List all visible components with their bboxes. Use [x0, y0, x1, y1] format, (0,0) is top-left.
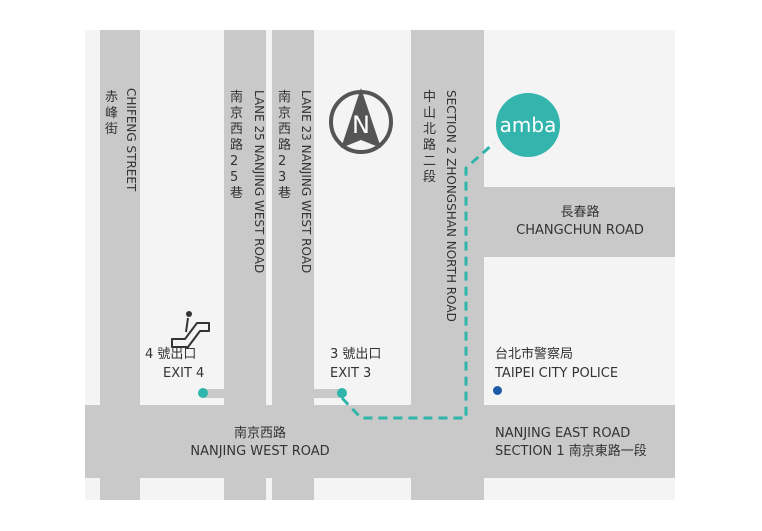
escalator-person-head [186, 311, 192, 317]
escalator-steps [171, 322, 210, 348]
zhongshan-label-zh: 中山北路二段 [423, 90, 437, 185]
escalator-icon [171, 311, 210, 348]
exit3-label-en: EXIT 3 [330, 366, 372, 381]
zhongshan-label-en: SECTION 2 ZHONGSHAN NORTH ROAD [444, 90, 458, 322]
nanjing-west-label-en: NANJING WEST ROAD [190, 444, 330, 459]
escalator-person-body [185, 317, 189, 333]
lane23-label-zh: 南京西路23巷 [278, 90, 292, 201]
exit4-label-en: EXIT 4 [163, 366, 205, 381]
lane25-label-zh: 南京西路25巷 [230, 90, 244, 201]
exit4-dot [198, 388, 208, 398]
compass: N [329, 88, 393, 154]
nanjing-east-label-line2: SECTION 1 南京東路一段 [495, 444, 647, 459]
exit3-label-zh: 3 號出口 [330, 347, 382, 362]
exit3-dot [337, 388, 347, 398]
nanjing-west-label-zh: 南京西路 [233, 426, 286, 441]
changchun-road [484, 187, 675, 257]
changchun-label-en: CHANGCHUN ROAD [516, 223, 644, 238]
north-arrow-icon [341, 88, 381, 148]
police-label-en: TAIPEI CITY POLICE [495, 366, 619, 381]
walking-route [340, 141, 495, 420]
exit4-label-zh: 4 號出口 [145, 347, 197, 362]
exit3-stub [314, 389, 342, 398]
chifeng-label-zh: 赤峰街 [105, 90, 119, 137]
police-label-zh: 台北市警察局 [495, 347, 574, 362]
compass-letter: N [352, 111, 370, 139]
changchun-label-zh: 長春路 [560, 205, 600, 220]
nanjing-east-label-line1: NANJING EAST ROAD [495, 426, 631, 441]
amba-logo[interactable]: amba [496, 93, 560, 157]
chifeng-label-en: CHIFENG STREET [124, 88, 138, 192]
lane23-label-en: LANE 23 NANJING WEST ROAD [299, 90, 313, 274]
lane25-label-en: LANE 25 NANJING WEST ROAD [252, 90, 266, 274]
police-dot [493, 386, 502, 395]
exit4-stub [203, 389, 225, 398]
